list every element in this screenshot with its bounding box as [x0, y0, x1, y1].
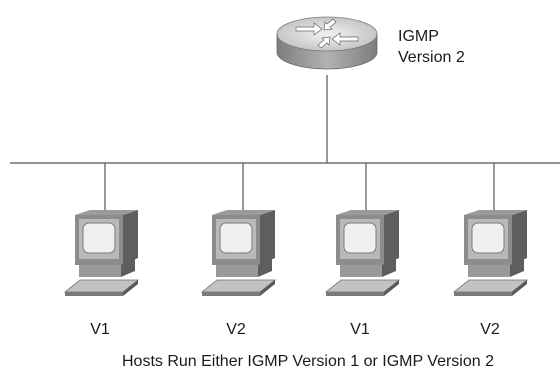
router-label-line1: IGMP: [398, 28, 439, 45]
router-icon: [276, 16, 378, 70]
host-computer-icon: [201, 209, 276, 297]
host-computer-icon: [453, 209, 528, 297]
diagram-caption: Hosts Run Either IGMP Version 1 or IGMP …: [122, 353, 494, 370]
host-label: V1: [350, 321, 370, 338]
host-label: V2: [226, 321, 246, 338]
router-label-line2: Version 2: [398, 49, 465, 66]
host-label: V1: [90, 321, 110, 338]
host-computer-icon: [325, 209, 400, 297]
host-label: V2: [480, 321, 500, 338]
host-computer-icon: [64, 209, 139, 297]
